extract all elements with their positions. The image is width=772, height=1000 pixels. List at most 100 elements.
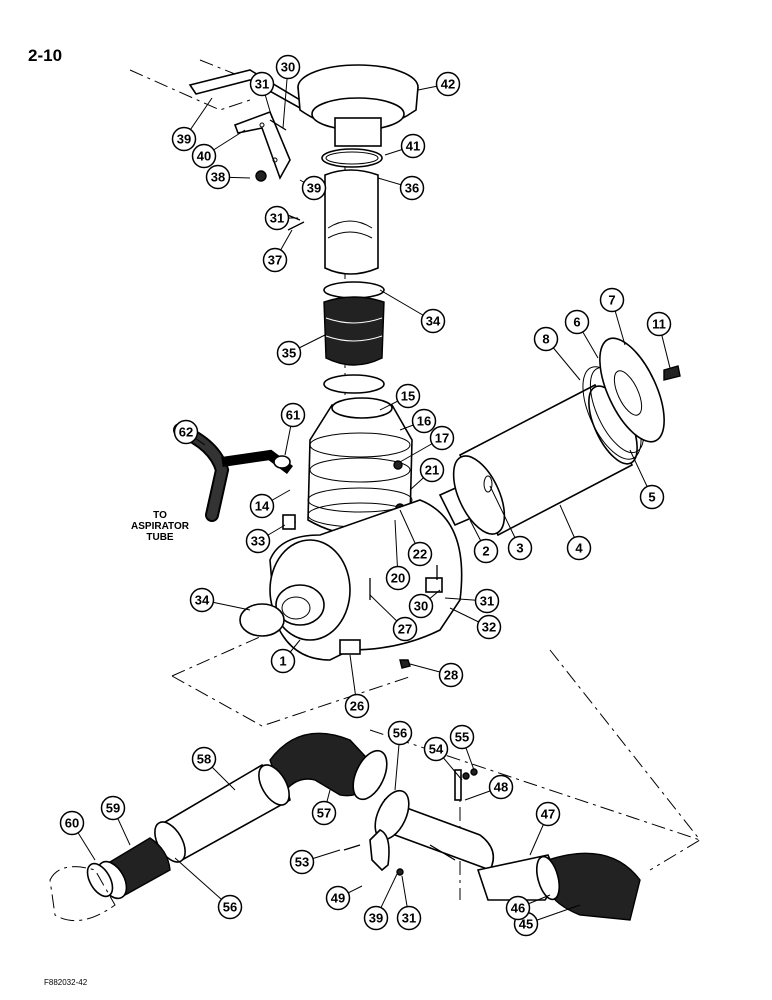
lower-ducting <box>49 732 641 922</box>
callout-39: 39 <box>177 132 191 147</box>
callout-60: 60 <box>65 816 79 831</box>
callout-circle <box>100 795 126 821</box>
main-housing <box>269 499 463 661</box>
callout-circle <box>474 588 500 614</box>
callout-circle <box>270 648 296 674</box>
callout-circle <box>429 425 455 451</box>
callout-circle <box>385 565 411 591</box>
page-number: 2-10 <box>28 46 62 65</box>
callout-circle <box>400 133 426 159</box>
callout-28: 28 <box>444 668 458 683</box>
callout-14: 14 <box>255 499 270 514</box>
clamp-41 <box>321 148 383 168</box>
callout-circle <box>438 662 464 688</box>
callout-circle <box>301 175 327 201</box>
callout-30: 30 <box>414 599 428 614</box>
note-line-2: ASPIRATOR <box>131 521 190 532</box>
callout-31: 31 <box>270 211 284 226</box>
callout-circle <box>363 905 389 931</box>
end-cover <box>582 337 681 460</box>
callout-circle <box>407 541 433 567</box>
callout-circle <box>533 326 559 352</box>
callout-48: 48 <box>494 780 508 795</box>
nut-28 <box>399 659 411 669</box>
callout-circle <box>488 774 514 800</box>
note-line-1: TO <box>153 510 167 521</box>
callout-34: 34 <box>195 593 210 608</box>
callout-49: 49 <box>331 891 345 906</box>
callout-45: 45 <box>519 917 533 932</box>
callout-circle <box>411 408 437 434</box>
callout-62: 62 <box>179 425 193 440</box>
callout-circle <box>276 340 302 366</box>
callout-circle <box>264 205 290 231</box>
callout-circle <box>387 720 413 746</box>
callout-56: 56 <box>223 900 237 915</box>
precleaner-cap <box>297 64 419 147</box>
callout-26: 26 <box>350 699 364 714</box>
callout-15: 15 <box>401 389 415 404</box>
callout-56: 56 <box>393 726 407 741</box>
callout-27: 27 <box>398 622 412 637</box>
callout-37: 37 <box>268 253 282 268</box>
callout-39: 39 <box>307 181 321 196</box>
callout-20: 20 <box>391 571 405 586</box>
callout-circle <box>505 895 531 921</box>
callout-30: 30 <box>281 60 295 75</box>
callout-circle <box>189 587 215 613</box>
callout-circle <box>420 308 446 334</box>
callout-circle <box>423 736 449 762</box>
callout-41: 41 <box>406 139 420 154</box>
callout-17: 17 <box>435 431 449 446</box>
callout-circle <box>280 402 306 428</box>
callout-6: 6 <box>573 315 580 330</box>
callout-circle <box>249 71 275 97</box>
callout-circle <box>449 724 475 750</box>
callout-circle <box>473 538 499 564</box>
callout-35: 35 <box>282 346 296 361</box>
callout-4: 4 <box>575 541 583 556</box>
callout-21: 21 <box>425 463 439 478</box>
callout-31: 31 <box>255 77 269 92</box>
callout-circle <box>395 383 421 409</box>
callout-circle <box>639 484 665 510</box>
callout-31: 31 <box>480 594 494 609</box>
figure-code: F882032-42 <box>44 978 88 987</box>
callout-circle <box>396 905 422 931</box>
filter-element <box>438 383 638 537</box>
callout-42: 42 <box>441 77 455 92</box>
callout-8: 8 <box>542 332 549 347</box>
callout-circle <box>646 311 672 337</box>
callout-58: 58 <box>197 752 211 767</box>
callout-40: 40 <box>197 149 211 164</box>
callout-circle <box>171 126 197 152</box>
callout-53: 53 <box>295 855 309 870</box>
callout-34: 34 <box>426 314 441 329</box>
note-line-3: TUBE <box>146 532 174 543</box>
leader-line <box>174 857 231 908</box>
callout-22: 22 <box>413 547 427 562</box>
callout-circle <box>289 849 315 875</box>
callout-circle <box>275 54 301 80</box>
callout-circle <box>262 247 288 273</box>
callout-2: 2 <box>482 544 489 559</box>
callout-circle <box>205 164 231 190</box>
callout-57: 57 <box>317 806 331 821</box>
callout-11: 11 <box>652 317 666 332</box>
callout-36: 36 <box>405 181 419 196</box>
callout-circle <box>566 535 592 561</box>
callout-circle <box>599 287 625 313</box>
callout-3: 3 <box>516 541 523 556</box>
callout-circle <box>476 614 502 640</box>
callout-circle <box>419 457 445 483</box>
inlet-tube <box>324 169 379 275</box>
callout-38: 38 <box>211 170 225 185</box>
callout-circle <box>173 419 199 445</box>
callout-47: 47 <box>541 807 555 822</box>
callout-circle <box>325 885 351 911</box>
callout-circle <box>191 143 217 169</box>
callout-54: 54 <box>429 742 444 757</box>
callout-circle <box>59 810 85 836</box>
